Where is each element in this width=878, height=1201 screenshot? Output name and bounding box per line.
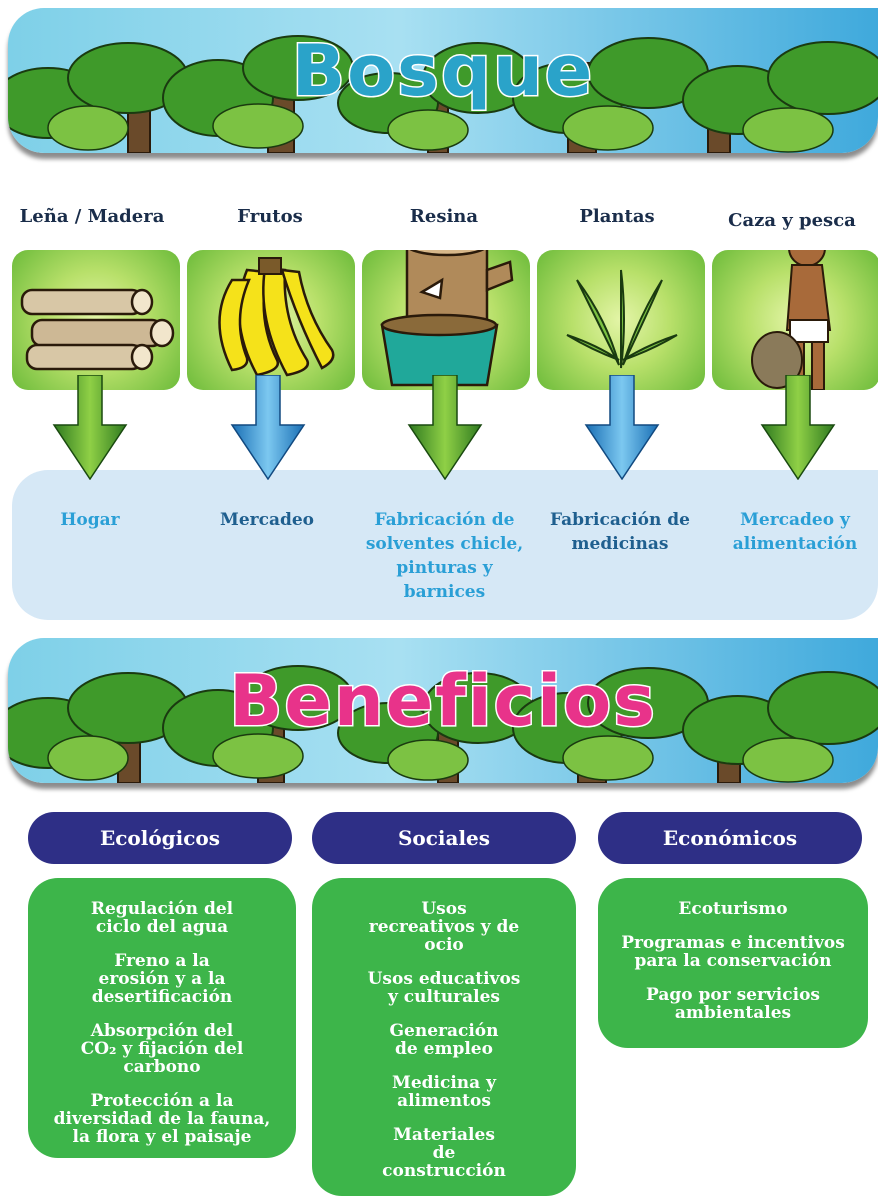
- forest-illustration: [8, 665, 878, 783]
- economicos-box: Ecoturismo Programas e incentivos para l…: [598, 878, 868, 1048]
- plant-icon: [566, 269, 678, 369]
- beneficios-banner: Beneficios: [8, 638, 878, 783]
- category-economicos: Económicos: [598, 812, 862, 864]
- use-hogar: Hogar: [60, 510, 120, 530]
- banana-tile: [187, 250, 355, 390]
- bosque-title: Bosque: [290, 29, 595, 114]
- benefit-item: Absorpción del CO₂ y fijación del carbon…: [80, 1021, 244, 1077]
- benefit-item: Materiales de construcción: [382, 1125, 506, 1181]
- use-mercadeo: Mercadeo: [220, 510, 314, 530]
- benefit-item: Usos recreativos y de ocio: [368, 899, 520, 955]
- product-label-frutos: Frutos: [237, 206, 303, 227]
- product-label-caza: Caza y pesca: [728, 210, 856, 231]
- hunter-icon: [751, 250, 832, 390]
- hunter-tile: [712, 250, 878, 390]
- benefit-item: Usos educativos y culturales: [367, 969, 521, 1007]
- product-label-plantas: Plantas: [579, 206, 655, 227]
- benefit-item: Regulación del ciclo del agua: [90, 899, 234, 937]
- product-label-lena: Leña / Madera: [19, 206, 165, 227]
- resin-tree-icon: [380, 250, 514, 387]
- benefit-item: Ecoturismo: [678, 899, 788, 919]
- plant-tile: [537, 250, 705, 390]
- use-mercadeo-alimentacion: Mercadeo y alimentación: [732, 510, 858, 554]
- product-label-resina: Resina: [409, 206, 479, 227]
- use-fabricacion-solventes: Fabricación de solventes chicle, pintura…: [365, 510, 524, 602]
- arrow-down-icon: [407, 375, 483, 480]
- benefit-item: Protección a la diversidad de la fauna, …: [53, 1091, 271, 1147]
- forest-illustration: [8, 35, 878, 153]
- benefit-item: Freno a la erosión y a la desertificació…: [91, 951, 233, 1007]
- use-fabricacion-medicinas: Fabricación de medicinas: [550, 510, 690, 554]
- arrow-down-icon: [52, 375, 128, 480]
- benefit-item: Pago por servicios ambientales: [646, 985, 820, 1023]
- arrow-down-icon: [760, 375, 836, 480]
- category-ecologicos: Ecológicos: [28, 812, 292, 864]
- resin-tile: [362, 250, 530, 390]
- benefit-item: Generación de empleo: [389, 1021, 499, 1059]
- bosque-banner: Bosque: [8, 8, 878, 153]
- sociales-box: Usos recreativos y de ocio Usos educativ…: [312, 878, 576, 1196]
- firewood-icon: [20, 288, 175, 371]
- arrow-down-icon: [230, 375, 306, 480]
- benefit-item: Programas e incentivos para la conservac…: [621, 933, 845, 971]
- banana-icon: [218, 257, 335, 377]
- category-sociales: Sociales: [312, 812, 576, 864]
- uses-panel: [12, 470, 878, 620]
- benefit-item: Medicina y alimentos: [392, 1073, 496, 1111]
- beneficios-title: Beneficios: [228, 659, 657, 744]
- arrow-down-icon: [584, 375, 660, 480]
- firewood-tile: [12, 250, 180, 390]
- ecologicos-box: Regulación del ciclo del agua Freno a la…: [28, 878, 296, 1158]
